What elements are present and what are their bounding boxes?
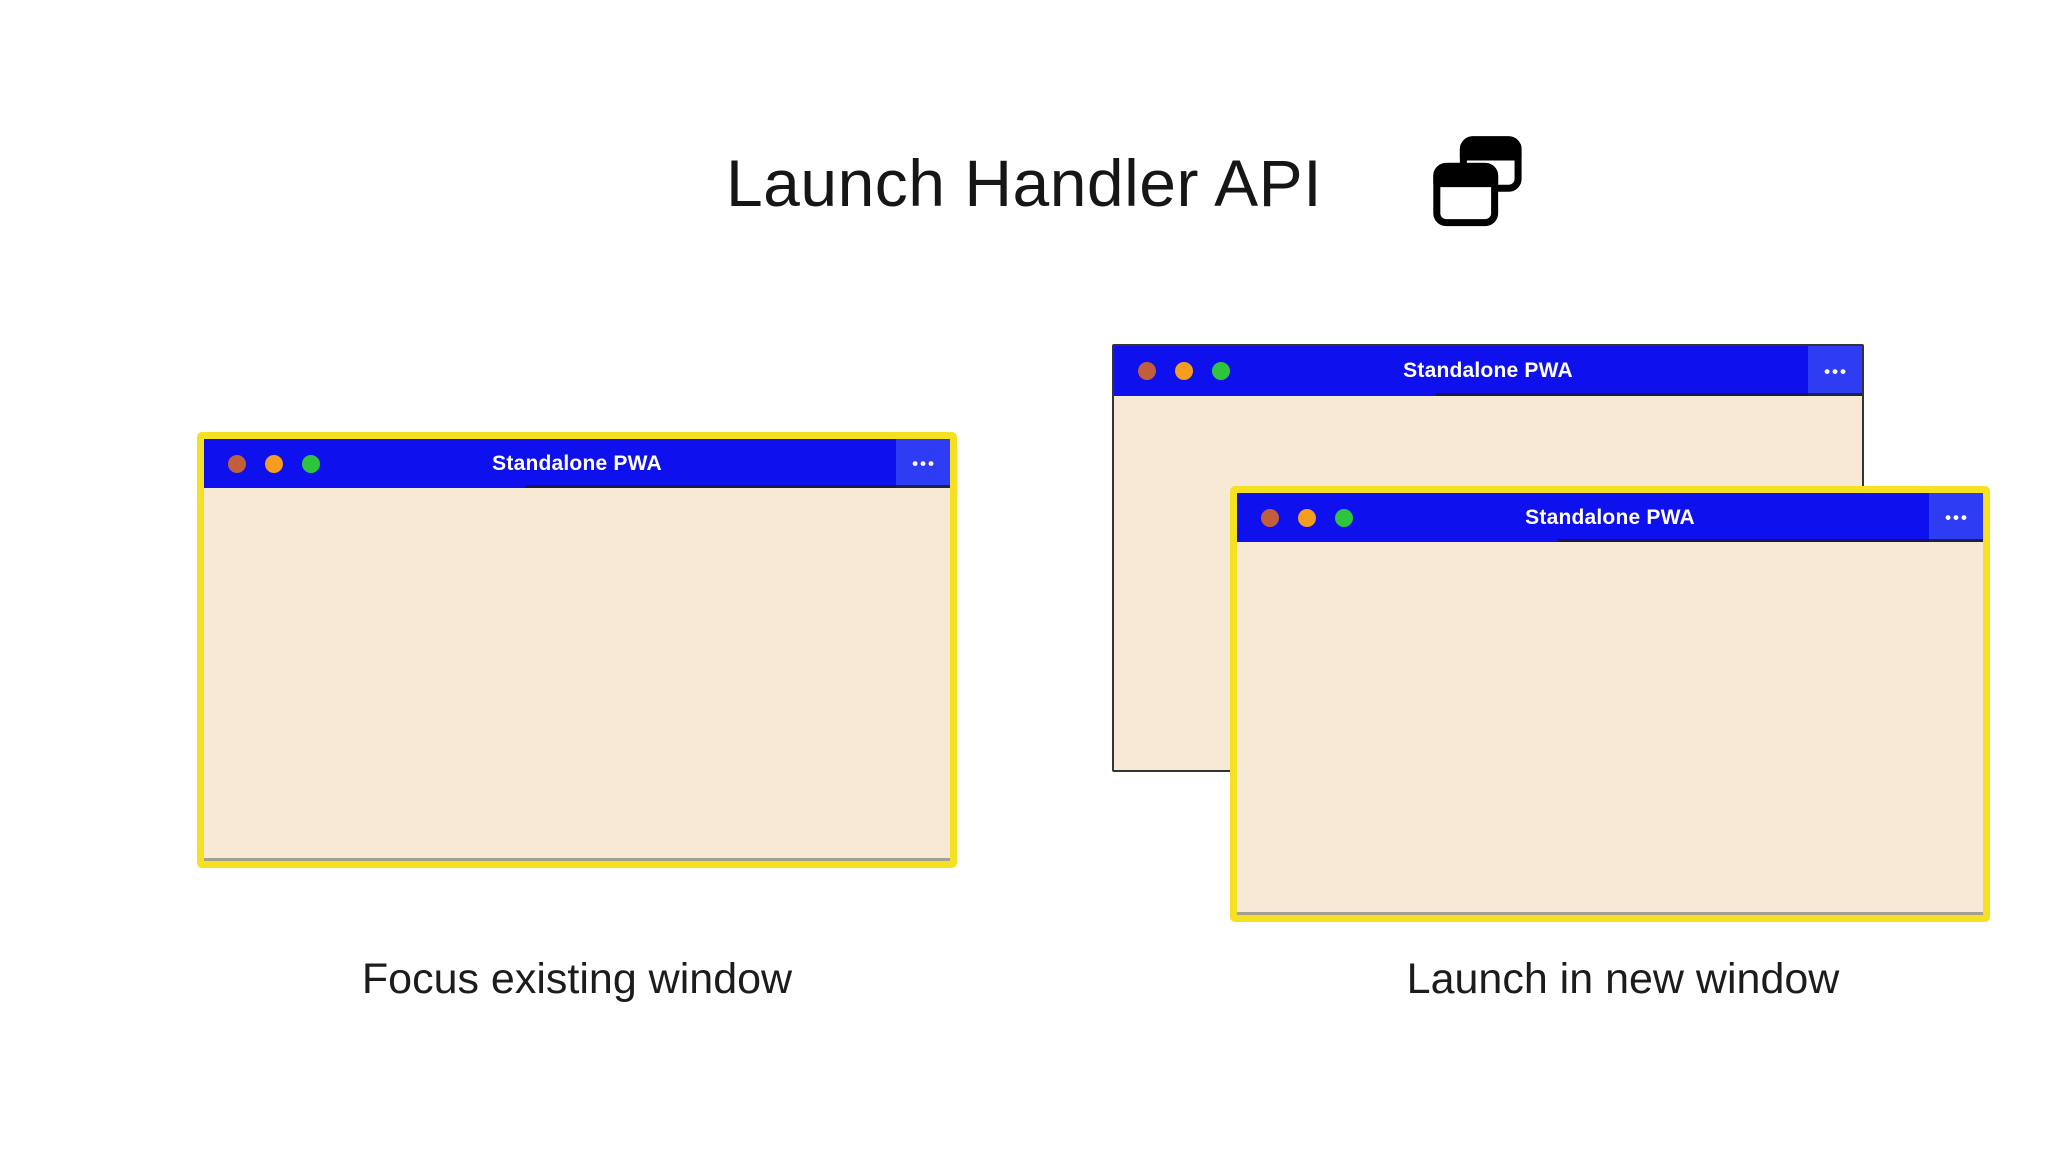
traffic-lights [1138, 362, 1230, 380]
overflow-menu-button[interactable]: ••• [1929, 493, 1983, 542]
window-title: Standalone PWA [1403, 359, 1573, 382]
overflow-menu-button[interactable]: ••• [896, 439, 950, 488]
titlebar: Standalone PWA ••• [1237, 493, 1983, 542]
caption-focus-existing: Focus existing window [361, 955, 793, 1003]
overflow-menu-button[interactable]: ••• [1808, 346, 1862, 396]
maximize-button[interactable] [1212, 362, 1230, 380]
titlebar: Standalone PWA ••• [204, 439, 950, 488]
window-bottom-edge [1237, 912, 1983, 915]
stacked-windows-icon [1433, 136, 1522, 227]
ellipsis-icon: ••• [1945, 508, 1969, 527]
pwa-window-focused: Standalone PWA ••• [197, 432, 957, 868]
ellipsis-icon: ••• [912, 454, 936, 473]
page-title: Launch Handler API [725, 146, 1323, 220]
titlebar-shadow-line [1557, 539, 1983, 542]
traffic-lights [1261, 508, 1353, 527]
caption-launch-new: Launch in new window [1406, 955, 1840, 1003]
maximize-button[interactable] [302, 454, 320, 473]
titlebar: Standalone PWA ••• [1114, 346, 1862, 396]
close-button[interactable] [1261, 508, 1279, 527]
pwa-window-new: Standalone PWA ••• [1230, 486, 1990, 922]
ellipsis-icon: ••• [1824, 361, 1848, 381]
close-button[interactable] [1138, 362, 1156, 380]
header: Launch Handler API [0, 118, 2048, 248]
close-button[interactable] [228, 454, 246, 473]
window-bottom-edge [204, 858, 950, 861]
titlebar-shadow-line [524, 485, 950, 488]
minimize-button[interactable] [1298, 508, 1316, 527]
minimize-button[interactable] [265, 454, 283, 473]
traffic-lights [228, 454, 320, 473]
maximize-button[interactable] [1335, 508, 1353, 527]
window-title: Standalone PWA [492, 451, 662, 475]
window-title: Standalone PWA [1525, 505, 1695, 529]
minimize-button[interactable] [1175, 362, 1193, 380]
titlebar-shadow-line [1435, 393, 1862, 396]
